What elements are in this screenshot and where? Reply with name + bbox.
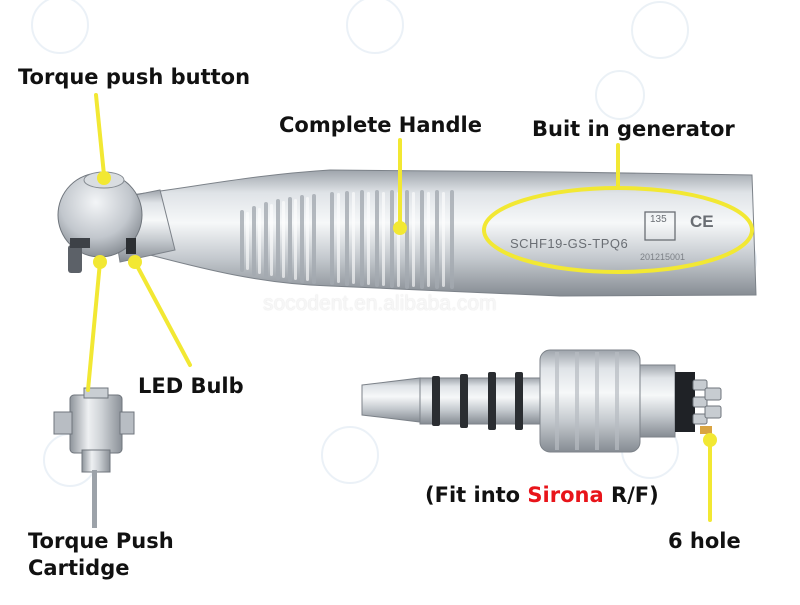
callout-lines: [86, 93, 712, 522]
callout-torque-button: [94, 93, 106, 177]
label-cartridge-line1: Torque Push: [28, 529, 174, 553]
fit-into-suffix: R/F): [603, 483, 659, 507]
callout-cartridge: [86, 260, 102, 392]
handpiece: [57, 169, 757, 297]
label-led-bulb: LED Bulb: [138, 374, 244, 398]
ce-mark: CE: [690, 212, 714, 231]
label-torque-push-button: Torque push button: [18, 65, 251, 89]
site-watermark: socodent.en.alibaba.com: [263, 292, 497, 315]
bur-chuck: [68, 245, 82, 273]
callout-led-bulb: [133, 260, 192, 367]
grip-rings: [240, 190, 454, 289]
label-complete-handle: Complete Handle: [279, 113, 482, 137]
model-engraving: SCHF19-GS-TPQ6: [510, 236, 629, 251]
label-cartridge-line2: Cartidge: [28, 556, 130, 580]
grip-rings-highlight: [246, 192, 445, 287]
connector-pins: [692, 379, 722, 425]
callout-dots: [93, 171, 717, 447]
turbine-cartridge: [53, 387, 135, 528]
sterilization-mark: 135: [650, 214, 667, 225]
quick-coupler: [361, 349, 722, 453]
generator-highlight-ellipse: [482, 186, 754, 274]
label-built-in-generator: Buit in generator: [532, 117, 735, 141]
fit-into-prefix: (Fit into: [425, 483, 528, 507]
serial-engraving: 201215001: [640, 252, 686, 262]
sterilization-mark-box: [644, 211, 676, 241]
label-fit-into: (Fit into Sirona R/F): [425, 483, 659, 507]
fit-into-brand: Sirona: [527, 483, 604, 507]
label-six-hole: 6 hole: [668, 529, 741, 553]
led-window: [126, 238, 136, 254]
